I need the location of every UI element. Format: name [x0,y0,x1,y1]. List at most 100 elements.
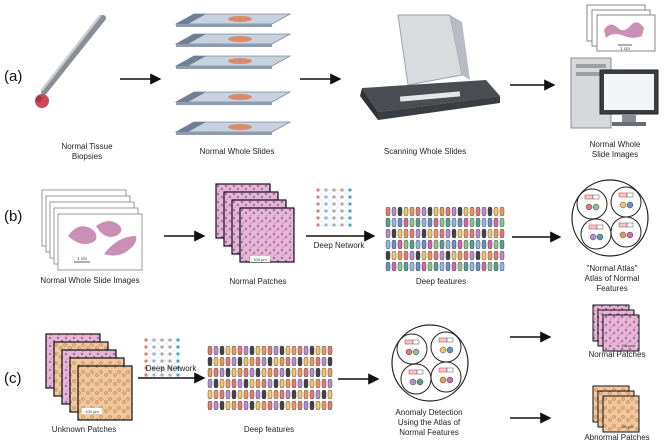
feature-cell [285,345,291,356]
feature-cell [463,250,469,261]
feature-cell [219,356,225,367]
slide-label-area [176,14,206,24]
cluster-feature [585,203,593,211]
tissue-on-slide [228,124,252,130]
network-edge [325,217,335,226]
feature-cell [237,378,243,389]
network-node [348,188,352,192]
feature-cell [493,206,499,217]
anomaly-caption-line3: Normal Features [399,428,459,437]
network-node [160,373,164,377]
feature-cell [261,378,267,389]
atlas-cluster [576,188,608,220]
feature-cell [445,217,451,228]
network-edge [161,367,171,376]
feature-cell [439,250,445,261]
feature-cell [255,378,261,389]
feature-cell [421,261,427,272]
network-edge [161,346,171,355]
feature-cell [219,367,225,378]
feature-cell [487,228,493,239]
feature-cell [427,239,433,250]
feature-cell [273,367,279,378]
feature-cell [255,356,261,367]
feature-cell [451,261,457,272]
network-node [324,188,328,192]
feature-cell [279,356,285,367]
anomaly-caption: Anomaly Detection Using the Atlas of Nor… [384,408,474,438]
feature-cell [457,261,463,272]
feature-cell [391,206,397,217]
feature-cell [249,389,255,400]
feature-cell [321,389,327,400]
feature-cell [397,250,403,261]
feature-cell [451,228,457,239]
network-node [152,338,156,342]
cluster-feature [446,346,454,354]
feature-cell [415,261,421,272]
deep-features-caption-b: Deep features [415,277,467,286]
feature-cell [303,356,309,367]
feature-cell [327,389,333,400]
feature-cell [493,228,499,239]
feature-cell [303,345,309,356]
feature-cell [315,400,321,411]
feature-cell [481,261,487,272]
feature-cell [469,261,475,272]
cluster-patch [408,369,418,375]
network-edge [333,217,343,226]
feature-cell [493,239,499,250]
network-node [176,359,180,363]
feature-cell [297,378,303,389]
unknown-patches-stack-icon [45,333,133,421]
feature-cell [267,378,273,389]
feature-cell [499,217,505,228]
network-edge [333,210,343,219]
feature-cell [291,356,297,367]
wsi-scale-label-b: 1 cm [77,256,87,261]
feature-cell [315,367,321,378]
feature-cell [493,217,499,228]
feature-cell [309,345,315,356]
network-edge [169,353,179,362]
feature-cell [243,367,249,378]
network-node [316,202,320,206]
network-node [144,352,148,356]
cluster-patch [618,222,628,228]
feature-cell [327,367,333,378]
feature-cell [243,356,249,367]
feature-cell [397,239,403,250]
feature-cell [327,378,333,389]
feature-cell [481,206,487,217]
tissue-caption-line1: Normal Tissue [61,142,113,151]
feature-cell [409,239,415,250]
network-edge [153,346,163,355]
feature-cell [403,206,409,217]
feature-cell [243,389,249,400]
feature-cell [403,217,409,228]
feature-cell [469,228,475,239]
slide-scanner-icon [360,14,500,120]
feature-cell [463,228,469,239]
feature-cell [397,261,403,272]
normal-output-scale-label: 100 µm [621,344,633,348]
wsi-caption-line1: Normal Whole [589,140,641,149]
atlas-caption-line2: Atlas of Normal [584,274,640,283]
network-node [340,209,344,213]
cluster-patch [618,192,628,198]
feature-cell [475,206,481,217]
network-node [340,216,344,220]
network-node [340,188,344,192]
network-node [168,352,172,356]
feature-cell [225,367,231,378]
network-node [160,338,164,342]
feature-cell [427,261,433,272]
feature-cell [291,389,297,400]
cluster-feature [596,233,604,241]
feature-cell [297,345,303,356]
feature-cell [315,378,321,389]
feature-cell [475,217,481,228]
deep-network-caption-b: Deep Network [313,241,365,250]
network-edge [161,360,171,369]
feature-cell [427,217,433,228]
